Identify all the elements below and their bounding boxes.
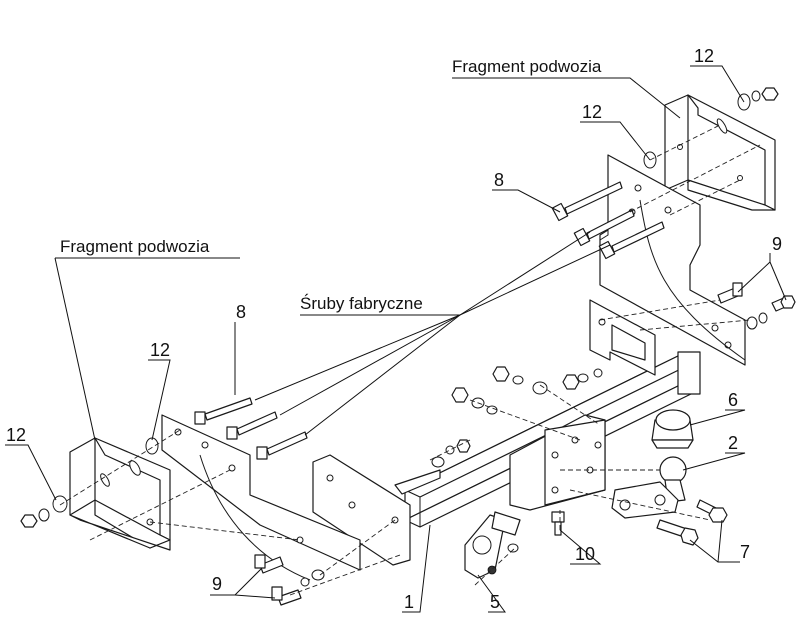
nuts-washers-center <box>431 366 603 468</box>
bolts-9-right <box>717 282 796 330</box>
label-factory-bolts: Śruby fabryczne <box>300 294 423 313</box>
right-vehicle-bracket <box>599 154 746 366</box>
chassis-fragment-right <box>664 94 776 211</box>
label-chassis-fragment-top: Fragment podwozia <box>452 57 602 76</box>
part-number-9-right: 9 <box>772 234 782 254</box>
label-chassis-fragment-left: Fragment podwozia <box>60 237 210 256</box>
washers-12-left <box>20 437 159 528</box>
bolts-7 <box>656 499 728 546</box>
bolt-10 <box>551 511 565 536</box>
ball-cover <box>651 409 694 449</box>
part-number-8-left: 8 <box>236 302 246 322</box>
alignment-lines <box>59 124 761 596</box>
part-number-1: 1 <box>404 592 414 612</box>
socket-plate <box>464 511 521 579</box>
receiver-plate <box>509 414 606 511</box>
part-number-9-left: 9 <box>212 574 222 594</box>
beam-bracket-right <box>589 299 656 376</box>
bolts-9-left <box>254 554 325 606</box>
chassis-fragment-left <box>69 437 171 551</box>
part-number-12-left-outer: 12 <box>6 425 26 445</box>
leader-lines <box>5 65 787 613</box>
part-number-2: 2 <box>728 433 738 453</box>
part-number-12-top: 12 <box>694 46 714 66</box>
washers-12-right <box>643 87 779 169</box>
part-number-12-left-inner: 12 <box>150 340 170 360</box>
part-number-7: 7 <box>740 542 750 562</box>
bolts-8-left <box>194 397 308 460</box>
part-number-8-right: 8 <box>494 170 504 190</box>
left-vehicle-bracket <box>161 414 361 581</box>
part-number-5: 5 <box>490 592 500 612</box>
beam-bracket-left <box>312 454 441 566</box>
part-number-6: 6 <box>728 390 738 410</box>
part-number-12-mid-right: 12 <box>582 102 602 122</box>
tow-ball <box>611 456 687 519</box>
part-number-10: 10 <box>575 544 595 564</box>
